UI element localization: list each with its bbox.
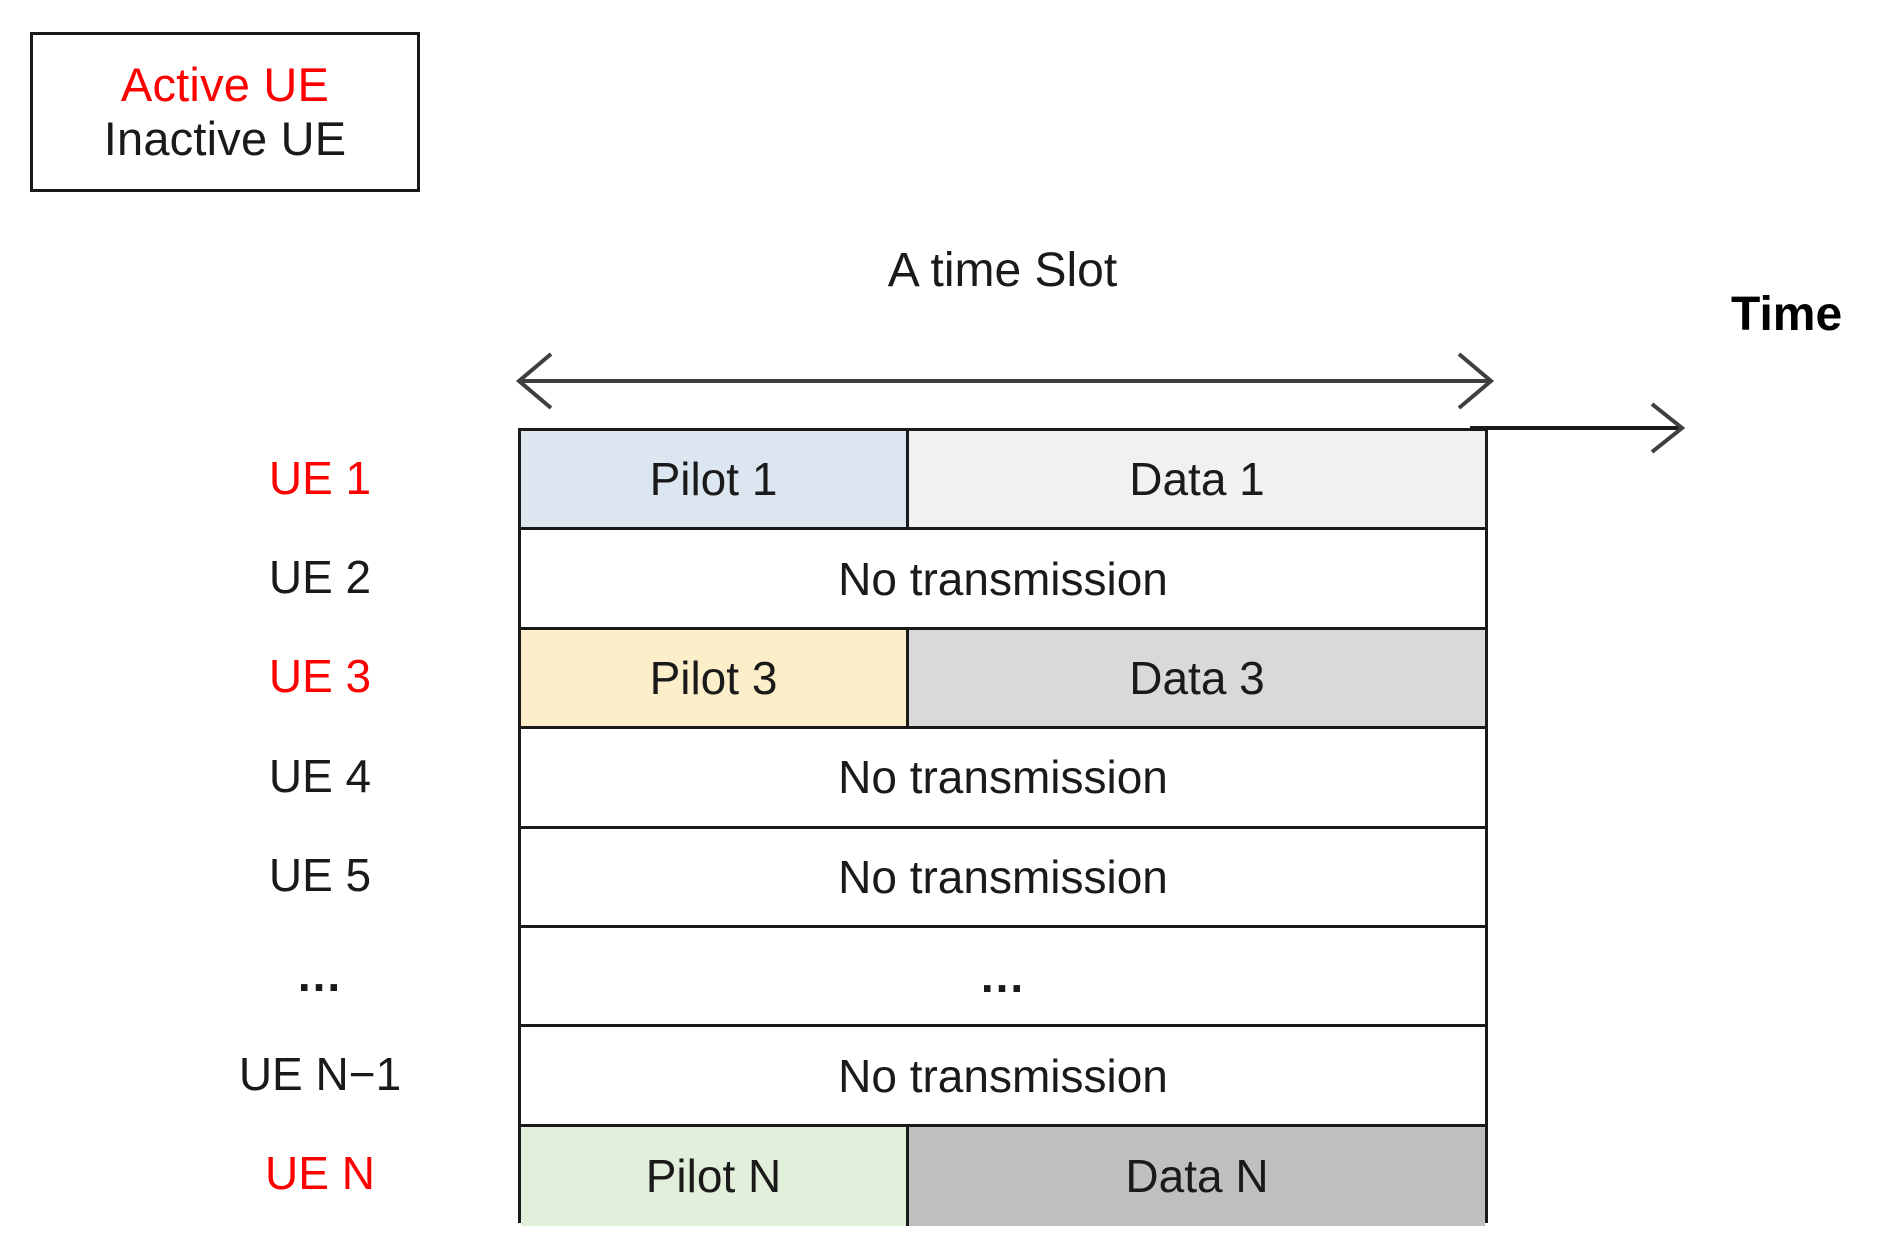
ue-row-label: UE 2 — [268, 551, 372, 604]
slot-row: No transmission — [521, 729, 1485, 829]
data-cell: Data 1 — [909, 431, 1485, 528]
slot-row: No transmission — [521, 530, 1485, 630]
no-transmission-cell: No transmission — [521, 828, 1485, 925]
time-axis-label: Time — [1731, 288, 1843, 341]
time-slot-span-arrow — [515, 352, 1495, 410]
data-cell: Data N — [909, 1126, 1485, 1227]
ue-row-label: UE 5 — [268, 849, 372, 902]
ue-row-label: UE 1 — [268, 451, 372, 504]
pilot-cell: Pilot N — [521, 1126, 909, 1227]
time-axis-arrow — [1470, 402, 1686, 454]
slot-row: No transmission — [521, 1027, 1485, 1127]
ue-label-ellipsis: ... — [297, 948, 343, 1001]
legend-inactive-ue-label: Inactive UE — [103, 112, 347, 165]
legend-box: Active UE Inactive UE — [30, 32, 420, 192]
data-cell: Data 3 — [909, 629, 1485, 727]
ue-row-label: UE N−1 — [238, 1048, 402, 1101]
row-ellipsis-cell: ... — [521, 927, 1485, 1025]
slot-row: ... — [521, 927, 1485, 1028]
ue-row-label: UE 3 — [268, 650, 372, 703]
pilot-cell: Pilot 1 — [521, 431, 909, 528]
no-transmission-cell: No transmission — [521, 729, 1485, 826]
ue-row-label: UE 4 — [268, 749, 372, 802]
ue-row-label: UE N — [265, 1147, 375, 1200]
time-slot-caption: A time Slot — [887, 244, 1118, 297]
no-transmission-cell: No transmission — [521, 1027, 1485, 1124]
legend-active-ue-label: Active UE — [120, 58, 330, 112]
slot-row: No transmission — [521, 828, 1485, 928]
pilot-cell: Pilot 3 — [521, 629, 909, 727]
ue-label-column: UE 1 UE 2 UE 3 UE 4 UE 5... UE N−1 UE N — [140, 428, 500, 1223]
no-transmission-cell: No transmission — [521, 530, 1485, 627]
